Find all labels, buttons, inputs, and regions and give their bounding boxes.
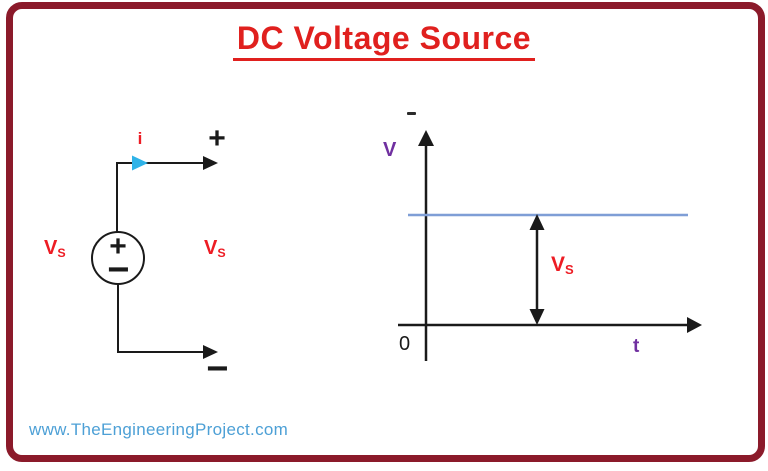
amplitude-arrowhead-down-icon xyxy=(529,309,545,325)
y-axis-label: V xyxy=(383,139,397,161)
amplitude-label: VS xyxy=(551,253,574,277)
x-axis-label: t xyxy=(633,336,640,357)
circuit-top-wire xyxy=(116,162,205,232)
terminal-voltage-subscript: S xyxy=(217,245,226,260)
source-voltage-subscript: S xyxy=(57,245,66,260)
circuit-bottom-wire xyxy=(117,284,205,353)
current-direction-arrowhead-icon xyxy=(132,155,148,171)
source-voltage-label: VS xyxy=(44,237,66,260)
amplitude-subscript: S xyxy=(565,261,574,277)
terminal-voltage-letter: V xyxy=(204,237,218,259)
watermark-text: www.TheEngineeringProject.com xyxy=(29,420,289,439)
origin-label: 0 xyxy=(399,333,411,355)
title-row: DC Voltage Source xyxy=(0,20,768,61)
current-label: i xyxy=(137,129,143,148)
top-wire-arrowhead-icon xyxy=(203,156,218,170)
source-voltage-letter: V xyxy=(44,237,58,259)
positive-terminal-sign: + xyxy=(208,122,226,155)
negative-terminal-sign: − xyxy=(206,348,229,390)
amplitude-letter: V xyxy=(551,253,566,276)
terminal-voltage-label: VS xyxy=(204,237,226,260)
stray-mark xyxy=(407,112,416,115)
page-title: DC Voltage Source xyxy=(232,20,536,61)
source-minus-sign: − xyxy=(107,249,130,291)
y-axis-arrowhead-icon xyxy=(418,130,434,146)
source-plus-sign: + xyxy=(109,230,127,263)
bottom-wire-arrowhead-icon xyxy=(203,345,218,359)
amplitude-arrowhead-up-icon xyxy=(529,214,545,230)
x-axis-arrowhead-icon xyxy=(687,317,702,333)
